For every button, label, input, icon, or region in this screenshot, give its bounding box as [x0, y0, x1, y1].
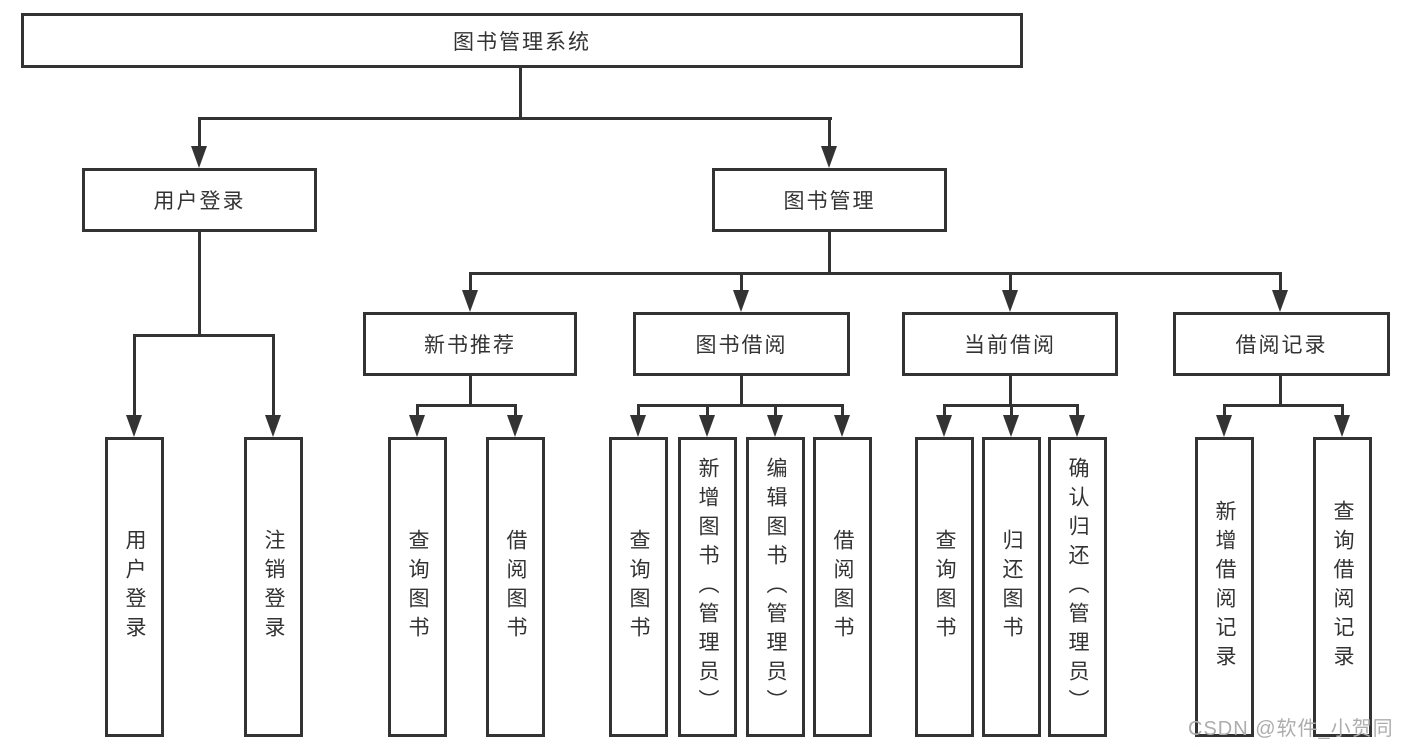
- leaf-label: 查询借阅记录: [1331, 500, 1354, 674]
- leaf-label: 用户登录: [123, 529, 146, 645]
- connector-stem: [637, 404, 640, 417]
- connector-stem: [1010, 404, 1013, 417]
- connector-split: [637, 404, 844, 407]
- connector-stem: [774, 404, 777, 417]
- node-label: 当前借阅: [964, 334, 1056, 357]
- connector-stem: [1223, 404, 1226, 417]
- arrow-down-icon: [1334, 415, 1350, 437]
- leaf-confirm-return-admin: 确认归还（管理员）: [1048, 437, 1107, 737]
- leaf-label: 新增图书（管理员）: [696, 456, 719, 718]
- node-book-borrowing: 图书借阅: [633, 312, 850, 376]
- arrow-down-icon: [699, 415, 715, 437]
- leaf-label: 编辑图书（管理员）: [764, 456, 787, 718]
- node-user-login: 用户登录: [82, 168, 317, 232]
- leaf-edit-books-admin: 编辑图书（管理员）: [746, 437, 805, 737]
- leaf-label: 查询图书: [933, 529, 956, 645]
- connector-stem: [198, 117, 201, 148]
- leaf-label: 查询图书: [627, 529, 650, 645]
- node-library-management-system: 图书管理系统: [21, 13, 1023, 68]
- connector-stem: [1009, 272, 1012, 292]
- arrow-down-icon: [1216, 415, 1232, 437]
- connector-trunk: [469, 376, 472, 407]
- arrow-down-icon: [1002, 290, 1018, 312]
- leaf-query-books-current: 查询图书: [915, 437, 974, 737]
- connector-stem: [514, 404, 517, 417]
- leaf-borrow-books-borrowing: 借阅图书: [813, 437, 872, 737]
- leaf-label: 新增借阅记录: [1213, 500, 1236, 674]
- leaf-add-books-admin: 新增图书（管理员）: [678, 437, 737, 737]
- node-label: 新书推荐: [424, 334, 516, 357]
- connector-trunk: [1009, 376, 1012, 407]
- connector-root-trunk: [519, 68, 522, 119]
- leaf-query-books-borrowing: 查询图书: [609, 437, 668, 737]
- connector-stem: [1341, 404, 1344, 417]
- connector-book-mgmt-split: [469, 272, 1282, 275]
- connector-split: [416, 404, 517, 407]
- node-book-management: 图书管理: [712, 168, 947, 232]
- connector-stem: [706, 404, 709, 417]
- node-current-borrowing: 当前借阅: [902, 312, 1118, 376]
- node-new-book-recommend: 新书推荐: [363, 312, 577, 376]
- node-borrowing-records: 借阅记录: [1173, 312, 1390, 376]
- connector-user-login-trunk: [198, 232, 201, 337]
- arrow-down-icon: [191, 146, 207, 168]
- connector-stem: [828, 117, 831, 148]
- arrow-down-icon: [507, 415, 523, 437]
- arrow-down-icon: [630, 415, 646, 437]
- arrow-down-icon: [409, 415, 425, 437]
- connector-stem: [133, 334, 136, 417]
- connector-stem: [469, 272, 472, 292]
- connector-stem: [740, 272, 743, 292]
- connector-trunk: [1279, 376, 1282, 407]
- arrow-down-icon: [936, 415, 952, 437]
- arrow-down-icon: [834, 415, 850, 437]
- connector-stem: [416, 404, 419, 417]
- node-label: 图书管理: [783, 190, 876, 213]
- connector-book-mgmt-trunk: [828, 232, 831, 275]
- arrow-down-icon: [1272, 290, 1288, 312]
- leaf-user-login: 用户登录: [105, 437, 164, 737]
- connector-stem: [272, 334, 275, 417]
- arrow-down-icon: [462, 290, 478, 312]
- leaf-label: 确认归还（管理员）: [1066, 456, 1089, 718]
- connector-stem: [943, 404, 946, 417]
- leaf-label: 归还图书: [1000, 529, 1023, 645]
- arrow-down-icon: [733, 290, 749, 312]
- connector-stem: [1076, 404, 1079, 417]
- leaf-query-borrow-record: 查询借阅记录: [1313, 437, 1372, 737]
- connector-stem: [841, 404, 844, 417]
- leaf-label: 借阅图书: [831, 529, 854, 645]
- node-label: 借阅记录: [1235, 334, 1328, 357]
- node-label: 用户登录: [153, 190, 246, 213]
- leaf-borrow-books-recommend: 借阅图书: [486, 437, 545, 737]
- connector-root-split: [198, 117, 832, 120]
- node-label: 图书借阅: [695, 334, 788, 357]
- leaf-add-borrow-record: 新增借阅记录: [1195, 437, 1254, 737]
- arrow-down-icon: [265, 415, 281, 437]
- connector-stem: [1279, 272, 1282, 292]
- arrow-down-icon: [767, 415, 783, 437]
- connector-split: [1223, 404, 1344, 407]
- arrow-down-icon: [1003, 415, 1019, 437]
- node-label: 图书管理系统: [453, 30, 591, 54]
- leaf-label: 注销登录: [262, 529, 285, 645]
- leaf-query-books-recommend: 查询图书: [388, 437, 447, 737]
- arrow-down-icon: [126, 415, 142, 437]
- connector-user-login-split: [133, 334, 275, 337]
- arrow-down-icon: [821, 146, 837, 168]
- arrow-down-icon: [1069, 415, 1085, 437]
- leaf-label: 借阅图书: [504, 529, 527, 645]
- leaf-label: 查询图书: [406, 529, 429, 645]
- leaf-return-books: 归还图书: [982, 437, 1041, 737]
- connector-trunk: [740, 376, 743, 407]
- leaf-logout: 注销登录: [244, 437, 303, 737]
